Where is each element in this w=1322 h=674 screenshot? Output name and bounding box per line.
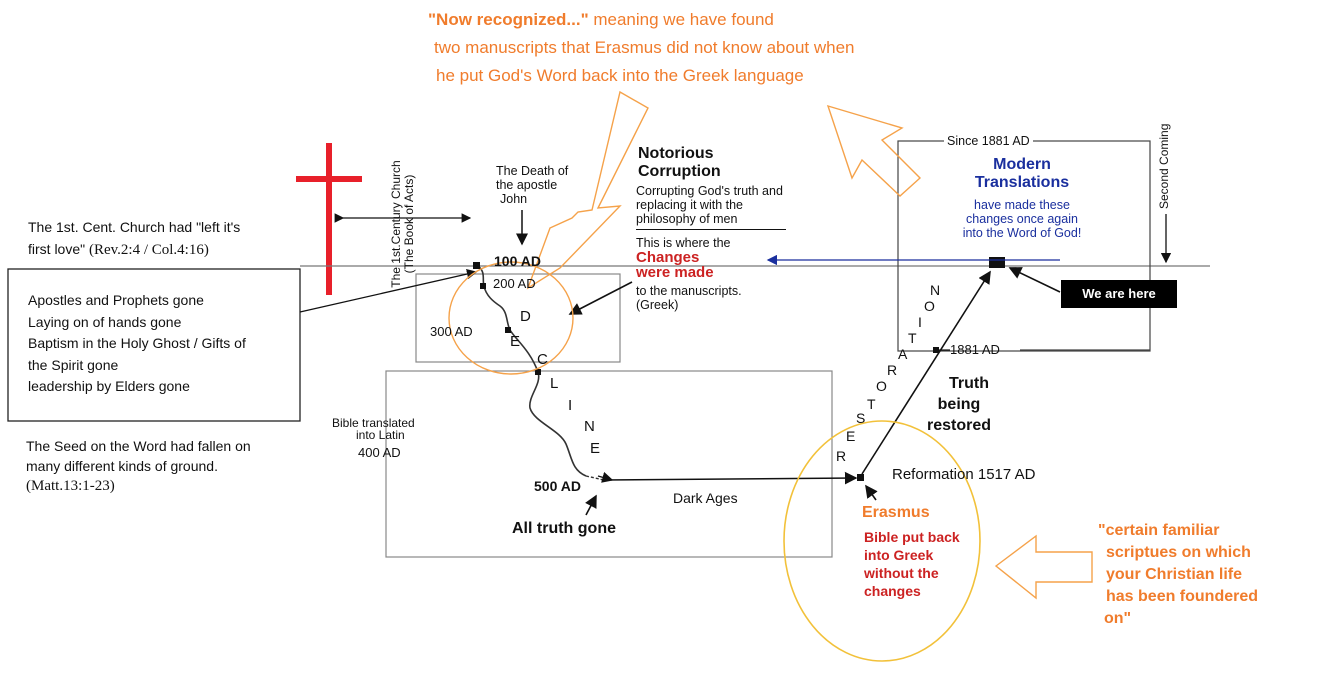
- point-reformation: [857, 474, 864, 481]
- quote-text: "certain familiar scriptues on which you…: [1098, 522, 1259, 627]
- dark-ages-label: Dark Ages: [673, 490, 738, 506]
- date-200: 200 AD: [493, 276, 536, 291]
- corruption-arrow: [568, 281, 633, 315]
- latin-label: Bible translated into Latin: [332, 416, 415, 442]
- corruption-divider: [636, 229, 786, 230]
- point-now: [989, 257, 1005, 268]
- erasmus-arrow: [865, 484, 878, 501]
- header-note-rest: meaning we have found: [588, 10, 774, 29]
- point-300: [505, 327, 511, 333]
- gone-box: [7, 268, 301, 422]
- restoration-letter: A: [898, 346, 908, 362]
- corruption-to: to the manuscripts. (Greek): [636, 284, 742, 312]
- modern-title: Modern Translations: [974, 156, 1070, 191]
- erasmus-text: Bible put back into Greek without the ch…: [864, 529, 960, 599]
- restoration-letter: R: [836, 448, 847, 464]
- gone-arrow: [299, 268, 478, 313]
- restoration-letter: S: [856, 410, 866, 426]
- modern-body: have made these changes once again into …: [962, 198, 1082, 240]
- point-200: [480, 283, 486, 289]
- restoration-letter: T: [867, 396, 876, 412]
- date-100: 100 AD: [494, 253, 541, 269]
- all-truth-gone: All truth gone: [512, 520, 616, 537]
- early-box: [415, 273, 621, 363]
- first-century-label: The 1st.Century Church (The Book of Acts…: [376, 40, 416, 287]
- dark-ages-box: [385, 370, 833, 558]
- restoration-letter: O: [924, 298, 935, 314]
- point-100: [473, 262, 480, 269]
- corruption-changes: Changes were made: [636, 249, 714, 281]
- decline-letter: D: [520, 308, 531, 325]
- we-are-here-arrow: [1008, 267, 1061, 293]
- decline-letter: L: [550, 375, 559, 392]
- erasmus-name: Erasmus: [862, 504, 930, 521]
- header-note-line1: "Now recognized..." meaning we have foun…: [428, 10, 774, 30]
- decline-letter: I: [568, 397, 573, 414]
- restoration-letter: T: [908, 330, 917, 346]
- erasmus-circle: [783, 420, 981, 662]
- date-300: 300 AD: [430, 324, 473, 339]
- date-1881: 1881 AD: [950, 342, 1000, 357]
- truth-restored-label: Truth being restored: [926, 375, 992, 434]
- restoration-letter: O: [876, 378, 887, 394]
- first-century-label-2: (The Book of Acts): [402, 174, 416, 274]
- decline-letter: N: [584, 418, 595, 435]
- corruption-sub: Corrupting God's truth and replacing it …: [636, 184, 783, 226]
- cross-icon: [296, 143, 362, 295]
- decline-letter: C: [537, 351, 548, 368]
- restoration-letter: E: [846, 428, 856, 444]
- restoration-letter: N: [930, 282, 941, 298]
- up-arrow: [826, 104, 922, 197]
- corruption-title: Notorious Corruption: [638, 145, 721, 180]
- restoration-letter: I: [918, 314, 922, 330]
- we-are-here-badge: We are here: [1061, 280, 1177, 308]
- seed-note: The Seed on the Word had fallen on many …: [26, 438, 251, 494]
- restoration-line: [861, 270, 991, 475]
- decline-letter: E: [510, 333, 521, 350]
- reformation-label: Reformation 1517 AD: [892, 466, 1036, 483]
- corruption-where: This is where the: [636, 236, 731, 250]
- restoration-letter: R: [887, 362, 898, 378]
- second-coming-label: Second Coming: [1157, 120, 1171, 212]
- church-note-1: The 1st. Cent. Church had "left it's: [28, 219, 241, 235]
- date-500: 500 AD: [534, 478, 581, 494]
- decline-letter: E: [590, 440, 601, 457]
- point-c: [535, 369, 541, 375]
- early-circle: [448, 261, 574, 375]
- date-400: 400 AD: [358, 445, 401, 460]
- header-note-bold: "Now recognized...": [428, 10, 589, 29]
- gone-box-text: Apostles and Prophets gone Laying on of …: [28, 292, 246, 394]
- point-1881: [933, 347, 939, 353]
- all-truth-arrow: [585, 494, 597, 516]
- since-1881: Since 1881 AD: [944, 134, 1033, 148]
- church-note-2: first love" (Rev.2:4 / Col.4:16): [28, 241, 209, 258]
- quote-arrow: [994, 534, 1093, 600]
- death-john-label: The Death of the apostle John: [496, 164, 569, 206]
- dark-ages-line: [603, 471, 858, 485]
- header-note-line3: he put God's Word back into the Greek la…: [436, 66, 804, 85]
- header-note-line2: two manuscripts that Erasmus did not kno…: [434, 38, 855, 57]
- lightning-arrow: [526, 90, 649, 290]
